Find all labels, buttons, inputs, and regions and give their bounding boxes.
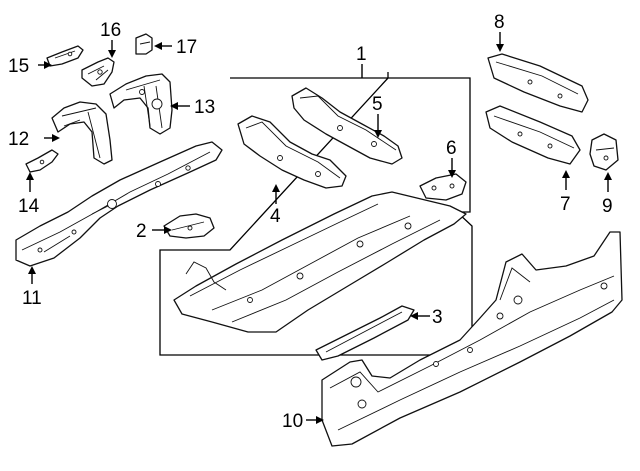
part-8-extension xyxy=(487,53,589,113)
callout-11: 11 xyxy=(22,288,42,309)
part-10-side-panel xyxy=(321,231,623,447)
callout-9: 9 xyxy=(602,196,613,217)
callout-1: 1 xyxy=(356,44,367,65)
callout-14: 14 xyxy=(18,196,40,217)
part-7-reinforcement xyxy=(485,105,581,165)
part-6-gusset xyxy=(419,173,467,201)
group-1-frame xyxy=(159,72,473,356)
part-13-wheelhouse xyxy=(109,73,173,135)
callout-6: 6 xyxy=(446,138,457,159)
part-16-bracket xyxy=(81,57,115,87)
part-12-wheelhouse-inner xyxy=(51,101,113,165)
callout-8: 8 xyxy=(494,12,505,33)
part-17-bracket xyxy=(135,33,153,55)
callout-17: 17 xyxy=(176,37,197,58)
part-3-reinforcement xyxy=(315,305,415,361)
callout-2: 2 xyxy=(136,221,147,242)
callout-7: 7 xyxy=(560,194,571,215)
callout-16: 16 xyxy=(100,20,121,41)
part-9-bracket xyxy=(589,133,619,171)
callout-13: 13 xyxy=(194,97,215,118)
part-11-side-rail xyxy=(15,141,223,267)
part-5-crossmember xyxy=(291,87,403,165)
part-4-crossmember xyxy=(237,115,347,189)
callout-3: 3 xyxy=(432,307,443,328)
callout-15: 15 xyxy=(8,56,29,77)
callout-4: 4 xyxy=(270,206,281,227)
callout-labels: 1 2 3 4 5 6 7 8 9 10 11 12 13 14 15 16 1… xyxy=(8,12,613,432)
part-15-clip xyxy=(46,45,84,67)
part-2-bracket xyxy=(163,213,215,239)
part-14-bracket xyxy=(25,149,59,173)
callout-12: 12 xyxy=(8,129,29,150)
callout-leaders xyxy=(26,32,612,424)
callout-5: 5 xyxy=(372,94,383,115)
part-1-floor-pan xyxy=(173,191,467,333)
callout-10: 10 xyxy=(282,411,303,432)
